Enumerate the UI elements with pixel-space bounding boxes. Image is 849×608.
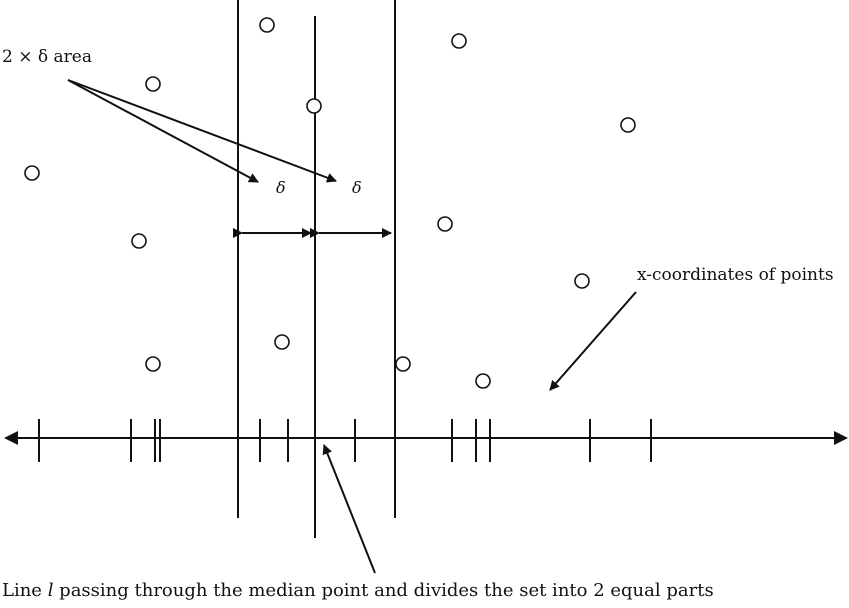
point — [574, 273, 590, 289]
point — [475, 373, 491, 389]
point — [24, 165, 40, 181]
point — [131, 233, 147, 249]
area-pointer-arrow-2 — [67, 79, 337, 183]
point — [620, 117, 636, 133]
caption-suffix: passing through the median point and div… — [53, 580, 714, 601]
caption-prefix: Line — [2, 580, 48, 601]
area-pointer-arrow-1 — [67, 79, 259, 183]
point — [274, 334, 290, 350]
area-label: 2 × δ area — [2, 47, 92, 67]
points — [24, 17, 636, 389]
point — [306, 98, 322, 114]
x-coords-pointer-arrow — [549, 291, 637, 391]
point — [145, 76, 161, 92]
point — [437, 216, 453, 232]
x-coordinates-label: x-coordinates of points — [637, 265, 834, 285]
x-axis-left-arrowhead — [4, 431, 18, 445]
caption-variable-l: l — [47, 580, 54, 601]
delta-label-left: δ — [276, 178, 286, 197]
x-coordinate-ticks — [38, 419, 652, 462]
point — [259, 17, 275, 33]
point — [451, 33, 467, 49]
point — [395, 356, 411, 372]
caption-pointer-arrow — [322, 444, 376, 574]
point — [145, 356, 161, 372]
delta-label-right: δ — [352, 178, 362, 197]
x-axis-right-arrowhead — [834, 431, 848, 445]
median-line-caption: Line l passing through the median point … — [2, 580, 714, 601]
